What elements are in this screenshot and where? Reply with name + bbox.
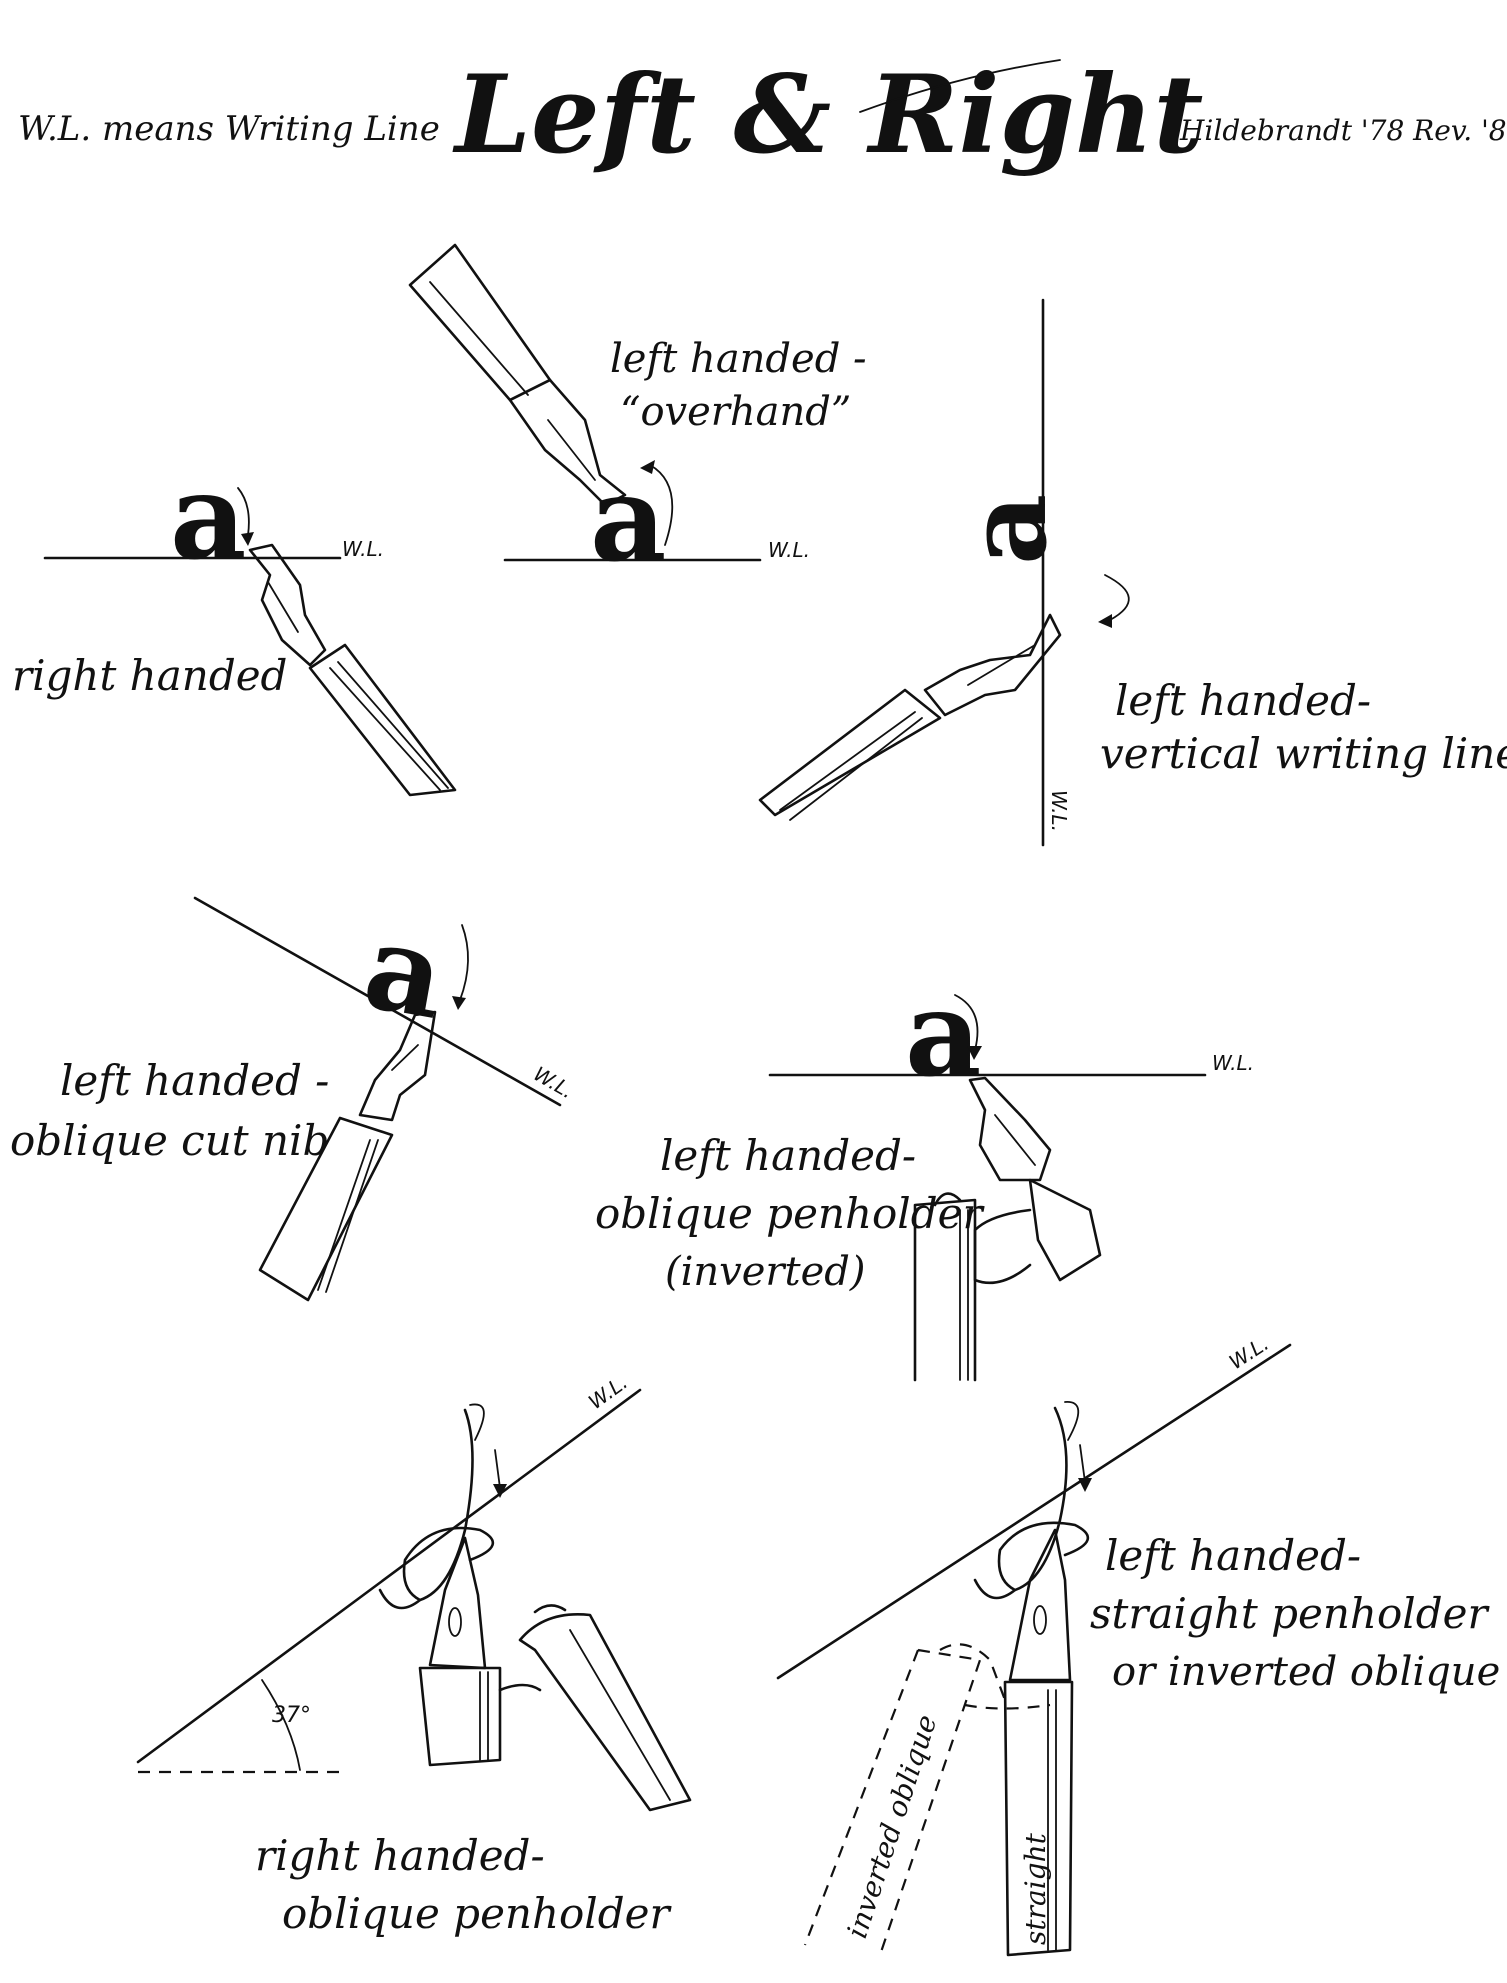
wl-label: W.L. [1225, 1331, 1273, 1374]
label-inverted-line2: oblique penholder [595, 1189, 985, 1238]
slanted-writing-line [193, 896, 562, 1107]
stroke-arrow-icon [649, 464, 674, 546]
header-left-note: W.L. means Writing Line [18, 109, 440, 149]
arrowhead-icon [493, 1484, 507, 1498]
stroke-arrow-icon [1079, 1444, 1086, 1483]
label-oblique-nib-line2: oblique cut nib [10, 1116, 329, 1165]
label-vertical-line2: vertical writing line [1100, 729, 1507, 778]
stroke-arrow-icon [494, 1449, 501, 1489]
pen-nib-icon [358, 1010, 437, 1122]
letter-a: a [355, 896, 454, 1046]
flourished-letter-icon [378, 1403, 494, 1610]
arrowhead-icon [967, 1046, 982, 1060]
pen-nib-icon [428, 1536, 487, 1670]
panel-oblique-inverted: W.L. a left handed- oblique penholder (i… [595, 964, 1254, 1382]
letter-a-rotated: a [942, 494, 1071, 565]
label-straight-line2: straight penholder [1090, 1589, 1490, 1638]
arrowhead-icon [241, 532, 254, 546]
header-signature: Hildebrandt '78 Rev. '87 [1179, 114, 1507, 147]
label-vertical-line1: left handed- [1115, 676, 1371, 725]
wl-label: W.L. [342, 537, 384, 561]
panel-right-handed: W.L. a right handed [12, 447, 457, 797]
pen-holder-icon [913, 1178, 1102, 1382]
label-rh-oblique-line2: oblique penholder [282, 1889, 672, 1938]
flourished-letter-icon [973, 1401, 1089, 1600]
straight-holder-icon [1003, 1680, 1074, 1957]
slanted-writing-line [776, 1343, 1292, 1680]
label-inverted-line3: (inverted) [665, 1249, 866, 1295]
label-inverted-line1: left handed- [660, 1131, 916, 1180]
pen-holder-icon [418, 1604, 692, 1812]
stroke-arrow-icon [237, 487, 250, 536]
pen-holder-icon [758, 688, 942, 821]
pen-nib-icon [508, 378, 627, 507]
panel-right-oblique-holder: W.L. 37° right handed- oblique penholder [136, 1370, 692, 1938]
label-straight-line3: or inverted oblique [1112, 1649, 1500, 1695]
panel-left-vertical: W.L. a left handed- vertical writing lin… [758, 298, 1507, 847]
letter-a: a [170, 447, 246, 586]
inverted-oblique-holder-outline-icon [803, 1643, 1051, 1956]
arrowhead-icon [1078, 1478, 1092, 1492]
label-rh-oblique-line1: right handed- [255, 1831, 545, 1880]
label-straight-line1: left handed- [1105, 1531, 1361, 1580]
label-holder-straight: straight [1019, 1832, 1052, 1945]
slanted-writing-line [136, 1388, 642, 1764]
angle-label: 37° [272, 1703, 311, 1728]
pen-holder-icon [308, 643, 457, 797]
stroke-arrow-icon [954, 994, 979, 1051]
arrowhead-icon [640, 460, 655, 474]
label-overhand-line2: “overhand” [620, 389, 851, 435]
pen-holder-icon [408, 243, 552, 402]
label-oblique-nib-line1: left handed - [60, 1056, 329, 1105]
panel-oblique-cut-nib: W.L. a left handed - oblique cut nib [10, 896, 578, 1302]
letter-a: a [590, 449, 666, 588]
label-holder-inverted: inverted oblique [840, 1711, 943, 1942]
wl-label: W.L. [1047, 790, 1071, 832]
title-flourish [859, 59, 1061, 113]
pen-nib-icon [248, 543, 327, 667]
label-right-handed: right handed [12, 651, 287, 700]
panel-left-overhand: W.L. a left handed - “overhand” [408, 243, 867, 588]
panel-straight-holder: W.L. inverted oblique straight left hand… [776, 1331, 1500, 1957]
arrowhead-icon [1098, 614, 1112, 628]
stroke-arrow-icon [459, 924, 469, 1001]
header-title: Left & Right [452, 52, 1203, 178]
stroke-arrow-icon [1104, 574, 1130, 621]
angle-arc [261, 1679, 301, 1771]
pen-nib-icon [923, 613, 1062, 717]
pen-nib-icon [1008, 1528, 1072, 1682]
label-overhand-line1: left handed - [610, 336, 867, 382]
pen-nib-icon [968, 1076, 1052, 1182]
wl-label: W.L. [584, 1370, 632, 1414]
wl-label: W.L. [530, 1062, 578, 1104]
pen-holder-icon [258, 1116, 394, 1302]
wl-label: W.L. [768, 538, 810, 562]
arrowhead-icon [452, 996, 466, 1010]
wl-label: W.L. [1212, 1051, 1254, 1075]
